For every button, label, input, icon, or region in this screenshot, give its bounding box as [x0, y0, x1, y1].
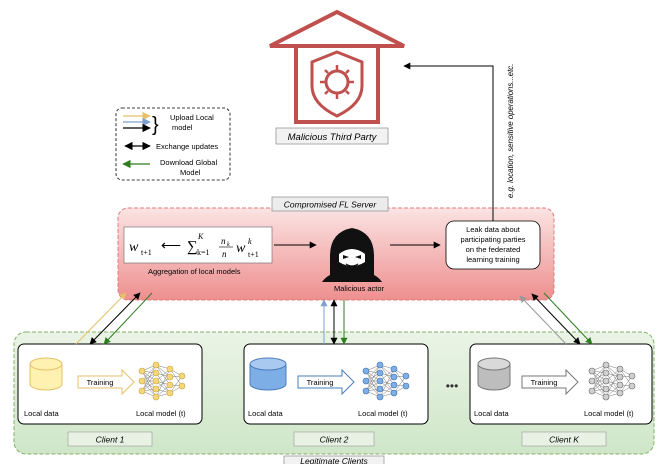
svg-text:Compromised FL Server: Compromised FL Server	[284, 200, 378, 210]
training-label: Training	[531, 378, 558, 387]
leak-line-3: on the federated	[466, 245, 521, 254]
formula-sum: ∑	[187, 239, 198, 255]
neural-network-icon	[362, 361, 410, 401]
formula-sub: t+1	[141, 248, 152, 257]
leak-box: Leak data about participating parties on…	[445, 220, 541, 270]
client-2: Training Local data Local model (t)	[243, 343, 429, 425]
svg-text:Client 2: Client 2	[320, 435, 349, 445]
legend-brace: }	[152, 114, 159, 136]
training-label: Training	[87, 378, 114, 387]
leak-line-1: Leak data about	[466, 225, 521, 234]
client-k: Training Local data Local model (t)	[469, 343, 653, 425]
client-1: Training Local data Local model (t)	[17, 343, 203, 425]
neural-network-icon	[138, 361, 186, 401]
client-2-label: Client 2	[293, 431, 375, 447]
clientk-exchange-arrow	[531, 293, 581, 345]
client1-exchange-arrow	[89, 292, 141, 345]
legend-download-text-2: Model	[180, 168, 201, 177]
more-clients-ellipsis: •••	[446, 379, 459, 393]
database-icon	[249, 357, 287, 391]
server-label: Compromised FL Server	[271, 196, 389, 212]
svg-text:Malicious Third Party: Malicious Third Party	[288, 132, 378, 143]
formula-lower: k=1	[197, 248, 210, 257]
formula-w: w	[129, 240, 139, 255]
client-k-label: Client K	[521, 431, 607, 447]
local-model-label: Local model (t)	[358, 409, 408, 418]
local-data-label: Local data	[24, 409, 59, 418]
database-icon	[29, 357, 63, 391]
client1-download-arrow	[103, 292, 153, 345]
svg-text:n: n	[222, 249, 227, 259]
third-party-label: Malicious Third Party	[275, 127, 389, 145]
leak-to-third-party-arrow	[403, 62, 494, 221]
neural-network-icon	[588, 361, 636, 401]
legend-exchange-text: Exchange updates	[156, 142, 218, 151]
svg-text:t+1: t+1	[248, 250, 259, 259]
actor-label: Malicious actor	[334, 284, 385, 293]
training-arrow	[521, 368, 579, 396]
training-arrow	[77, 368, 135, 396]
clients-group-label: Legitimate Clients	[283, 455, 385, 469]
local-model-label: Local model (t)	[584, 409, 634, 418]
aggregation-formula: w t+1 ⟵ ∑ K k=1 n k n w k t+1	[123, 226, 273, 264]
svg-text:Client K: Client K	[549, 435, 579, 445]
hacker-icon	[322, 228, 382, 282]
svg-text:w: w	[236, 241, 246, 256]
legend: } Upload Local model Exchange updates Do…	[115, 107, 231, 181]
clientk-download-arrow	[543, 292, 593, 345]
leak-line-4: learning training	[466, 255, 519, 264]
legend-download-text: Download Global	[160, 158, 217, 167]
virus-icon	[324, 69, 350, 95]
legend-upload-text-2: model	[172, 123, 193, 132]
local-data-label: Local data	[248, 409, 283, 418]
local-data-label: Local data	[474, 409, 509, 418]
svg-text:Legitimate Clients: Legitimate Clients	[300, 456, 368, 464]
leak-line-2: participating parties	[460, 235, 525, 244]
formula-upper: K	[197, 232, 204, 241]
third-party-house-icon	[269, 9, 405, 124]
client-1-label: Client 1	[67, 431, 153, 447]
training-arrow	[297, 368, 355, 396]
svg-text:k: k	[227, 242, 230, 248]
aggregation-caption: Aggregation of local models	[148, 267, 241, 276]
local-model-label: Local model (t)	[136, 409, 186, 418]
legend-upload-text: Upload Local	[170, 113, 214, 122]
side-note: e.g. location, sensitive operations...et…	[506, 64, 515, 198]
database-icon	[477, 357, 511, 391]
formula-frac-n: n	[221, 236, 226, 246]
formula-arrow: ⟵	[161, 239, 181, 254]
svg-text:Client 1: Client 1	[96, 435, 125, 445]
svg-text:k: k	[248, 237, 252, 246]
training-label: Training	[307, 378, 334, 387]
